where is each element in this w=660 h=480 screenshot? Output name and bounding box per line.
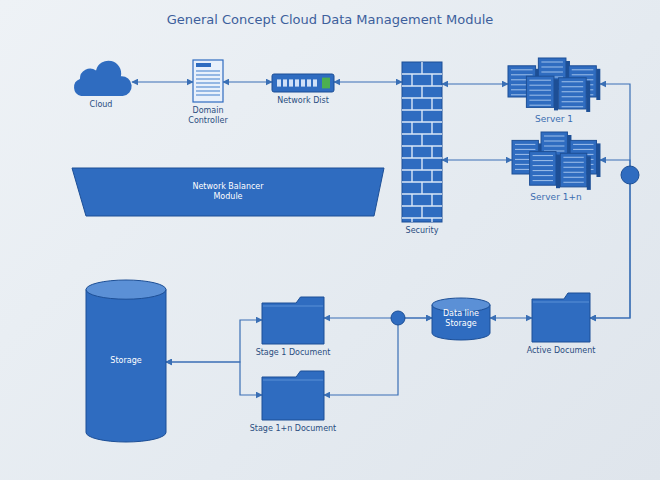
domain-controller-icon: Domain Controller xyxy=(193,60,223,102)
balancer-band: Network Balancer Module xyxy=(72,168,384,216)
node-text: Storage xyxy=(110,356,141,366)
document-folder-shape xyxy=(532,292,590,342)
network-switch-icon: Network Dist xyxy=(272,74,334,92)
node-text: Data line Storage xyxy=(437,309,485,328)
node-label: Server 1+n xyxy=(530,192,581,203)
cloud-icon: Cloud xyxy=(70,62,132,96)
server-icon: Server 1+n xyxy=(512,132,600,188)
connector-arrow xyxy=(590,84,630,318)
firewall-icon: Security xyxy=(402,62,442,222)
connector-arrow xyxy=(590,160,630,318)
connector-arrow xyxy=(166,362,262,395)
node-label: Cloud xyxy=(90,100,113,110)
junction-dot xyxy=(621,166,639,184)
connector-arrow xyxy=(442,83,508,84)
connector-arrow xyxy=(223,81,272,82)
diagram-title: General Concept Cloud Data Management Mo… xyxy=(0,12,660,27)
connector-arrow xyxy=(490,317,532,318)
document-folder: Active Document xyxy=(532,292,590,342)
junction-dot xyxy=(391,311,405,325)
server-icon-shape xyxy=(508,58,600,110)
storage-cylinder: Storage xyxy=(86,280,166,442)
node-label: Stage 1+n Document xyxy=(250,424,337,434)
document-folder-shape xyxy=(262,370,324,420)
node-label: Server 1 xyxy=(535,114,573,125)
server-icon-shape xyxy=(512,132,600,188)
document-folder: Stage 1 Document xyxy=(262,296,324,344)
connector-arrow xyxy=(132,81,193,82)
connector-arrow xyxy=(166,320,262,362)
node-label: Security xyxy=(406,226,439,236)
connector-arrow xyxy=(324,318,432,395)
domain-controller-icon-shape xyxy=(193,60,223,102)
connector-arrow xyxy=(442,159,512,160)
document-folder-shape xyxy=(262,296,324,344)
network-switch-icon-shape xyxy=(272,74,334,92)
connector-arrow xyxy=(334,81,402,82)
node-text: Network Balancer Module xyxy=(183,182,273,201)
node-label: Active Document xyxy=(527,346,596,356)
firewall-icon-shape xyxy=(402,62,442,222)
document-folder: Stage 1+n Document xyxy=(262,370,324,420)
node-label: Domain Controller xyxy=(179,106,237,125)
server-icon: Server 1 xyxy=(508,58,600,110)
cloud-icon-shape xyxy=(70,62,132,96)
storage-cylinder: Data line Storage xyxy=(432,298,490,340)
node-label: Network Dist xyxy=(277,96,329,106)
node-label: Stage 1 Document xyxy=(256,348,331,358)
